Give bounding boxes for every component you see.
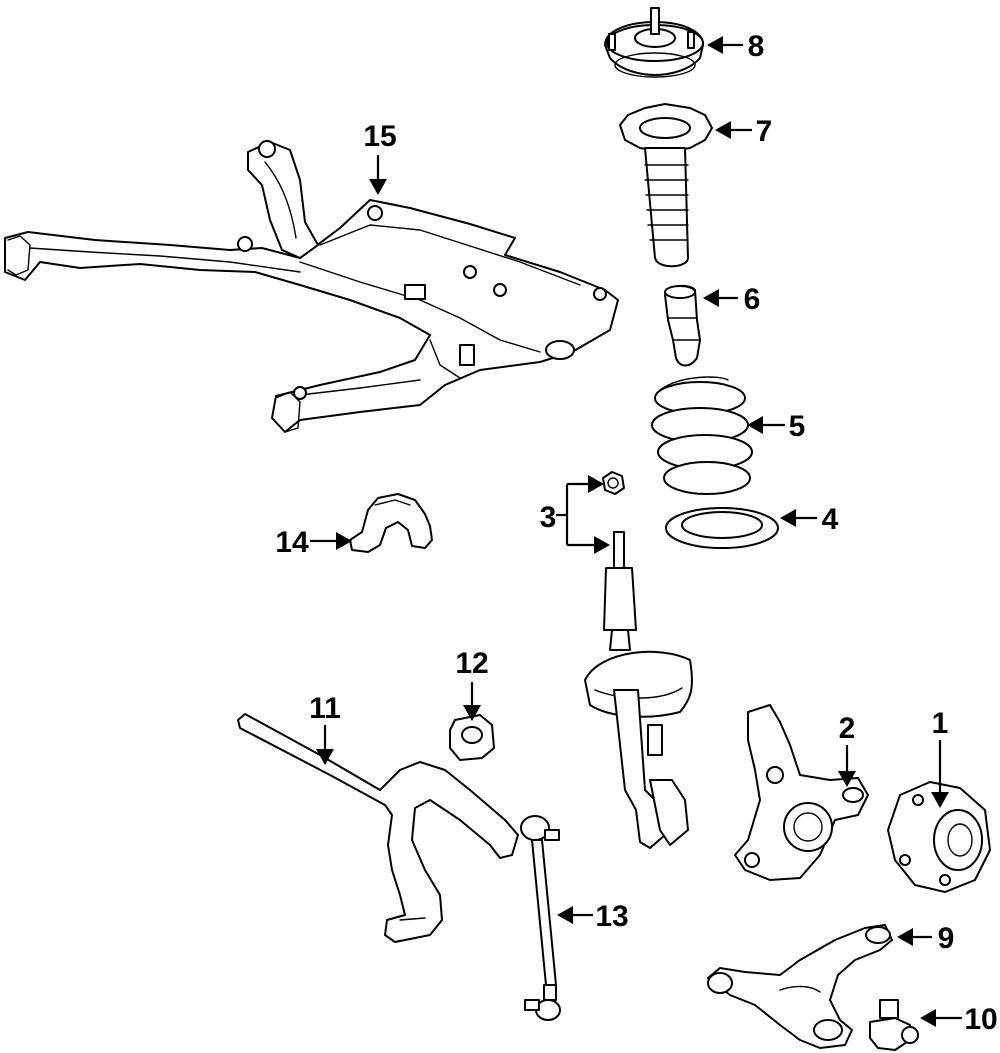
strut-part [584,471,693,849]
callout-labels: 1 2 3 4 5 6 7 8 9 10 11 12 13 14 15 [275,30,997,1036]
callout-11: 11 [309,692,341,725]
stabilizer-bracket-part [349,493,433,553]
spring-insulator-part [665,507,779,549]
hub-part [887,781,991,893]
callout-8: 8 [748,30,765,63]
bump-stop-part [664,284,701,367]
callout-10: 10 [964,1003,997,1036]
ball-joint-part [869,999,919,1051]
callout-12: 12 [455,647,488,680]
steering-knuckle-part [734,704,869,881]
strut-mount-part [604,7,704,78]
callout-15: 15 [363,120,396,153]
lower-control-arm-part [707,924,893,1049]
callout-1: 1 [932,707,949,740]
callout-6: 6 [744,283,761,316]
callout-7: 7 [756,115,773,148]
stabilizer-link-part [520,815,561,1021]
dust-boot-part [619,103,713,268]
callout-2: 2 [839,712,856,745]
stabilizer-bar-part [237,713,519,943]
crossmember-part [4,140,619,433]
callout-5: 5 [789,410,806,443]
callout-3: 3 [540,501,557,534]
callout-9: 9 [938,922,955,955]
coil-spring-part [651,376,753,495]
callout-leaders [310,36,962,1027]
callout-13: 13 [595,900,628,933]
callout-4: 4 [822,503,839,536]
stabilizer-bushing-part [449,714,495,761]
callout-14: 14 [275,526,309,559]
